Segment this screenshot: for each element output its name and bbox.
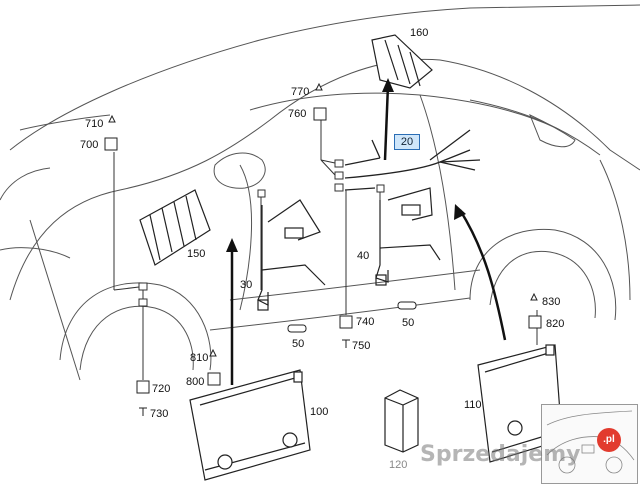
label-830: 830 (542, 296, 561, 308)
watermark-badge: .pl (597, 428, 621, 452)
label-740: 740 (356, 316, 375, 328)
grommet-boots (139, 34, 433, 266)
wiring-harness (344, 129, 481, 191)
label-160: 160 (410, 27, 429, 39)
label-120: 120 (389, 459, 408, 471)
label-720: 720 (152, 383, 171, 395)
leader-lines (113, 118, 538, 380)
label-810: 810 (190, 352, 209, 364)
label-770: 770 (291, 86, 310, 98)
watermark-text: Sprzedajemy (420, 442, 581, 467)
label-730: 730 (150, 408, 169, 420)
label-750: 750 (352, 340, 371, 352)
label-760: 760 (288, 108, 307, 120)
label-150: 150 (187, 248, 206, 260)
label-110: 110 (464, 399, 482, 411)
thumbnail-preview[interactable] (541, 404, 638, 484)
label-20-highlight: 20 (394, 134, 420, 150)
label-820: 820 (546, 318, 565, 330)
label-30: 30 (240, 279, 253, 291)
label-100: 100 (310, 406, 329, 418)
relay-block (384, 389, 419, 453)
screws (104, 82, 542, 416)
car-body-outline (0, 4, 640, 381)
label-800: 800 (186, 376, 205, 388)
label-710: 710 (85, 118, 104, 130)
label-50-right: 50 (402, 317, 415, 329)
connector-blocks (138, 159, 385, 307)
bolts (287, 301, 417, 333)
label-50-left: 50 (292, 338, 305, 350)
label-40: 40 (357, 250, 370, 262)
door-lock-assemblies (257, 187, 441, 311)
arrows (230, 84, 507, 385)
label-700: 700 (80, 139, 99, 151)
arrowheads (226, 78, 466, 252)
